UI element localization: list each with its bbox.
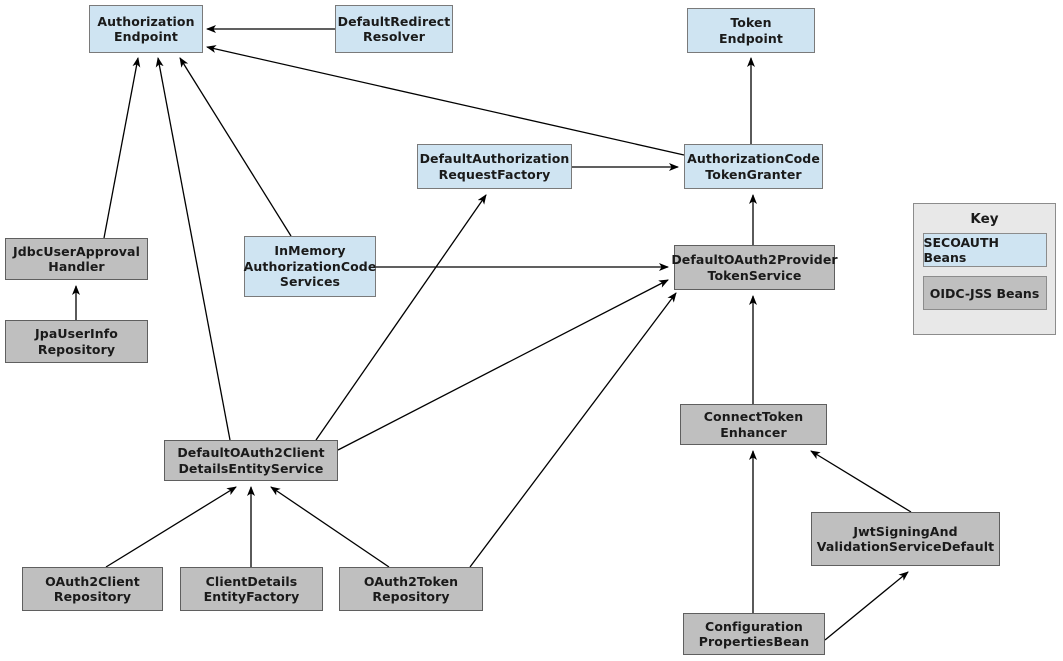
edge-default-oauth2-client-details-entity-service-to-default-oauth2-provider-token-service: [337, 279, 669, 451]
node-default-oauth2-provider-token-service[interactable]: DefaultOAuth2Provider TokenService: [671, 245, 838, 290]
node-default-authorization-request-factory[interactable]: DefaultAuthorization RequestFactory: [417, 144, 572, 189]
node-authorization-endpoint[interactable]: Authorization Endpoint: [89, 5, 203, 53]
node-token-endpoint[interactable]: Token Endpoint: [687, 8, 815, 53]
edge-default-oauth2-client-details-entity-service-to-default-authorization-request-factory: [315, 194, 487, 441]
edge-default-oauth2-client-details-entity-service-to-authorization-endpoint: [155, 57, 231, 441]
node-inmemory-authorization-code-services[interactable]: InMemory AuthorizationCode Services: [244, 236, 376, 297]
edge-oauth2-token-repository-to-default-oauth2-provider-token-service: [469, 292, 677, 568]
edge-jdbc-user-approval-handler-to-authorization-endpoint: [103, 57, 141, 239]
edge-inmemory-authorization-code-services-to-authorization-endpoint: [179, 57, 292, 237]
edge-configuration-properties-bean-to-jwt-signing-and-validation-service-default: [824, 571, 909, 641]
node-oauth2-token-repository[interactable]: OAuth2Token Repository: [339, 567, 483, 611]
node-jpa-user-info-repository[interactable]: JpaUserInfo Repository: [5, 320, 148, 363]
node-default-redirect-resolver[interactable]: DefaultRedirect Resolver: [335, 5, 453, 53]
node-authorization-code-token-granter[interactable]: AuthorizationCode TokenGranter: [684, 144, 823, 189]
key-oidcjss: OIDC-JSS Beans: [922, 276, 1047, 310]
node-client-details-entity-factory[interactable]: ClientDetails EntityFactory: [180, 567, 323, 611]
node-oauth2-client-repository[interactable]: OAuth2Client Repository: [22, 567, 163, 611]
key-title: Key: [970, 211, 999, 227]
edge-oauth2-token-repository-to-default-oauth2-client-details-entity-service: [270, 486, 390, 568]
edge-jwt-signing-and-validation-service-default-to-connect-token-enhancer: [810, 450, 912, 513]
key-secoauth: SECOAUTH Beans: [922, 233, 1047, 267]
node-default-oauth2-client-details-entity-service[interactable]: DefaultOAuth2Client DetailsEntityService: [164, 440, 338, 481]
node-jdbc-user-approval-handler[interactable]: JdbcUserApproval Handler: [5, 238, 148, 280]
node-connect-token-enhancer[interactable]: ConnectToken Enhancer: [680, 404, 827, 445]
edges-group: [72, 25, 912, 641]
node-jwt-signing-and-validation-service-default[interactable]: JwtSigningAnd ValidationServiceDefault: [811, 512, 1000, 566]
edge-oauth2-client-repository-to-default-oauth2-client-details-entity-service: [105, 486, 237, 568]
node-configuration-properties-bean[interactable]: Configuration PropertiesBean: [683, 613, 825, 655]
edge-authorization-code-token-granter-to-authorization-endpoint: [206, 45, 685, 156]
